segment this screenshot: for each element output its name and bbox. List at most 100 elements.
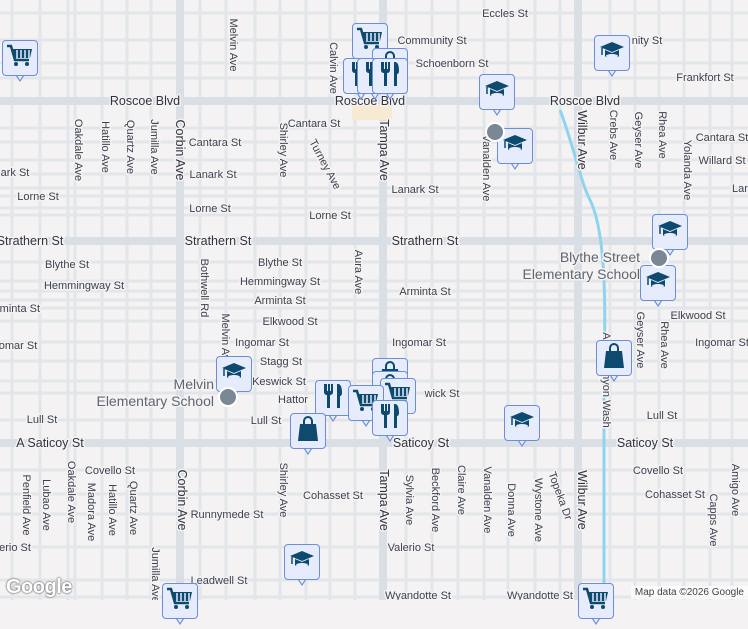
street-label: Stagg St xyxy=(260,356,302,368)
marker-box xyxy=(594,35,630,71)
school-label-blythe: Blythe Street Elementary School xyxy=(521,248,642,284)
street-label: Schoenborn St xyxy=(416,58,489,70)
street-label: Geyser Ave xyxy=(634,312,646,369)
map-marker-education[interactable] xyxy=(594,35,630,81)
street-label: Saticoy St xyxy=(617,436,674,450)
map-marker-education[interactable] xyxy=(497,128,533,174)
street-label: Crebs Ave xyxy=(607,110,619,161)
street-label: Oakdale Ave xyxy=(72,119,84,181)
street-label: Ingomar St xyxy=(695,337,748,349)
shopping-area xyxy=(352,104,392,120)
street-label: Runnymede St xyxy=(191,509,264,521)
street-label: omar St xyxy=(0,340,37,352)
map-marker-education[interactable] xyxy=(479,74,515,120)
school-label-melvin: Melvin Elementary School xyxy=(95,375,216,411)
education-icon xyxy=(502,133,528,160)
shopping-cart-icon xyxy=(356,27,384,56)
map-marker-restaurant[interactable] xyxy=(372,400,408,446)
street-label: Calvin Ave xyxy=(327,42,339,94)
street-label: Ingomar St xyxy=(392,337,446,349)
street-label: Valerio St xyxy=(388,542,435,554)
street-label: Strathern St xyxy=(0,234,64,248)
school-poi-icon[interactable] xyxy=(649,248,669,268)
street-label: Quartz Ave xyxy=(124,120,136,174)
marker-box xyxy=(372,400,408,436)
marker-box xyxy=(372,58,408,94)
street-label: Lar xyxy=(732,183,748,195)
map-marker-education[interactable] xyxy=(284,544,320,590)
education-icon xyxy=(484,79,510,106)
street-label: Claire Ave xyxy=(455,465,467,515)
road-network xyxy=(0,0,748,600)
shopping-cart-icon xyxy=(582,587,610,616)
google-logo: Google xyxy=(6,576,72,598)
street-label: Lorne St xyxy=(189,203,231,215)
school-poi-icon[interactable] xyxy=(218,387,238,407)
map-marker-shopping-cart[interactable] xyxy=(2,40,38,86)
street-label: Community St xyxy=(397,35,466,47)
street-label: nity St xyxy=(632,35,663,47)
education-icon xyxy=(289,549,315,576)
street-label: Wyandotte St xyxy=(385,590,451,600)
marker-box xyxy=(504,405,540,441)
street-label: Strathern St xyxy=(392,234,459,248)
street-label: Hattor xyxy=(278,394,308,406)
street-label: Strathern St xyxy=(185,234,252,248)
education-icon xyxy=(221,361,247,388)
street-label: Cantara St xyxy=(189,137,242,149)
street-label: Lull St xyxy=(27,414,58,426)
street-label: Corbin Ave xyxy=(173,120,187,181)
street-label: Oakdale Ave xyxy=(65,461,77,523)
marker-box xyxy=(479,74,515,110)
street-label: Covello St xyxy=(633,465,683,477)
restaurant-icon xyxy=(379,61,401,92)
map-marker-shopping-cart[interactable] xyxy=(578,583,614,629)
street-label: Yolanda Ave xyxy=(681,140,693,201)
street-label: Wystone Ave xyxy=(532,478,544,542)
marker-box xyxy=(290,413,326,449)
street-label: Rhea Ave xyxy=(656,111,668,159)
street-label: Saticoy St xyxy=(393,436,450,450)
school-poi-icon[interactable] xyxy=(485,122,505,142)
marker-box xyxy=(315,380,351,416)
map-marker-shopping-cart[interactable] xyxy=(162,583,198,629)
restaurant-icon xyxy=(322,383,344,414)
education-icon xyxy=(509,410,535,437)
shopping-cart-icon xyxy=(6,44,34,73)
marker-box xyxy=(596,340,632,376)
street-label: Wyandotte St xyxy=(507,590,573,600)
street-label: Aura Ave xyxy=(352,250,364,294)
school-name-line2: Elementary School xyxy=(522,266,640,282)
marker-box xyxy=(497,128,533,164)
map-marker-education[interactable] xyxy=(640,265,676,311)
map-attribution[interactable]: Map data ©2026 Google xyxy=(630,586,748,599)
street-label: Elkwood St xyxy=(670,310,725,322)
street-label: Beckford Ave xyxy=(429,468,441,533)
street-label: Hatillo Ave xyxy=(106,484,118,536)
marker-box xyxy=(640,265,676,301)
street-label: wick St xyxy=(424,388,460,400)
street-label: Ingomar St xyxy=(235,337,289,349)
shopping-cart-icon xyxy=(384,382,412,411)
marker-box xyxy=(162,583,198,619)
school-name-line2: Elementary School xyxy=(96,393,214,409)
map-marker-shopping-bag[interactable] xyxy=(596,340,632,386)
street-label: Vanalden Ave xyxy=(481,467,493,534)
street-label: Hemmingway St xyxy=(44,280,124,292)
street-label: Roscoe Blvd xyxy=(110,94,180,108)
street-label: Melvin Ave xyxy=(219,314,231,367)
street-label: Turney Ave xyxy=(306,137,342,191)
map-marker-education[interactable] xyxy=(504,405,540,451)
street-label: Shirley Ave xyxy=(277,463,289,518)
street-label: Arminta St xyxy=(399,286,450,298)
map-marker-restaurant[interactable] xyxy=(315,380,351,426)
marker-box xyxy=(352,23,388,59)
street-label: Lanark St xyxy=(391,184,438,196)
marker-box xyxy=(652,214,688,250)
street-label: Arminta St xyxy=(254,295,305,307)
map-marker-restaurant[interactable] xyxy=(372,58,408,104)
street-label: rminta St xyxy=(0,303,40,315)
map-marker-shopping-bag[interactable] xyxy=(290,413,326,459)
